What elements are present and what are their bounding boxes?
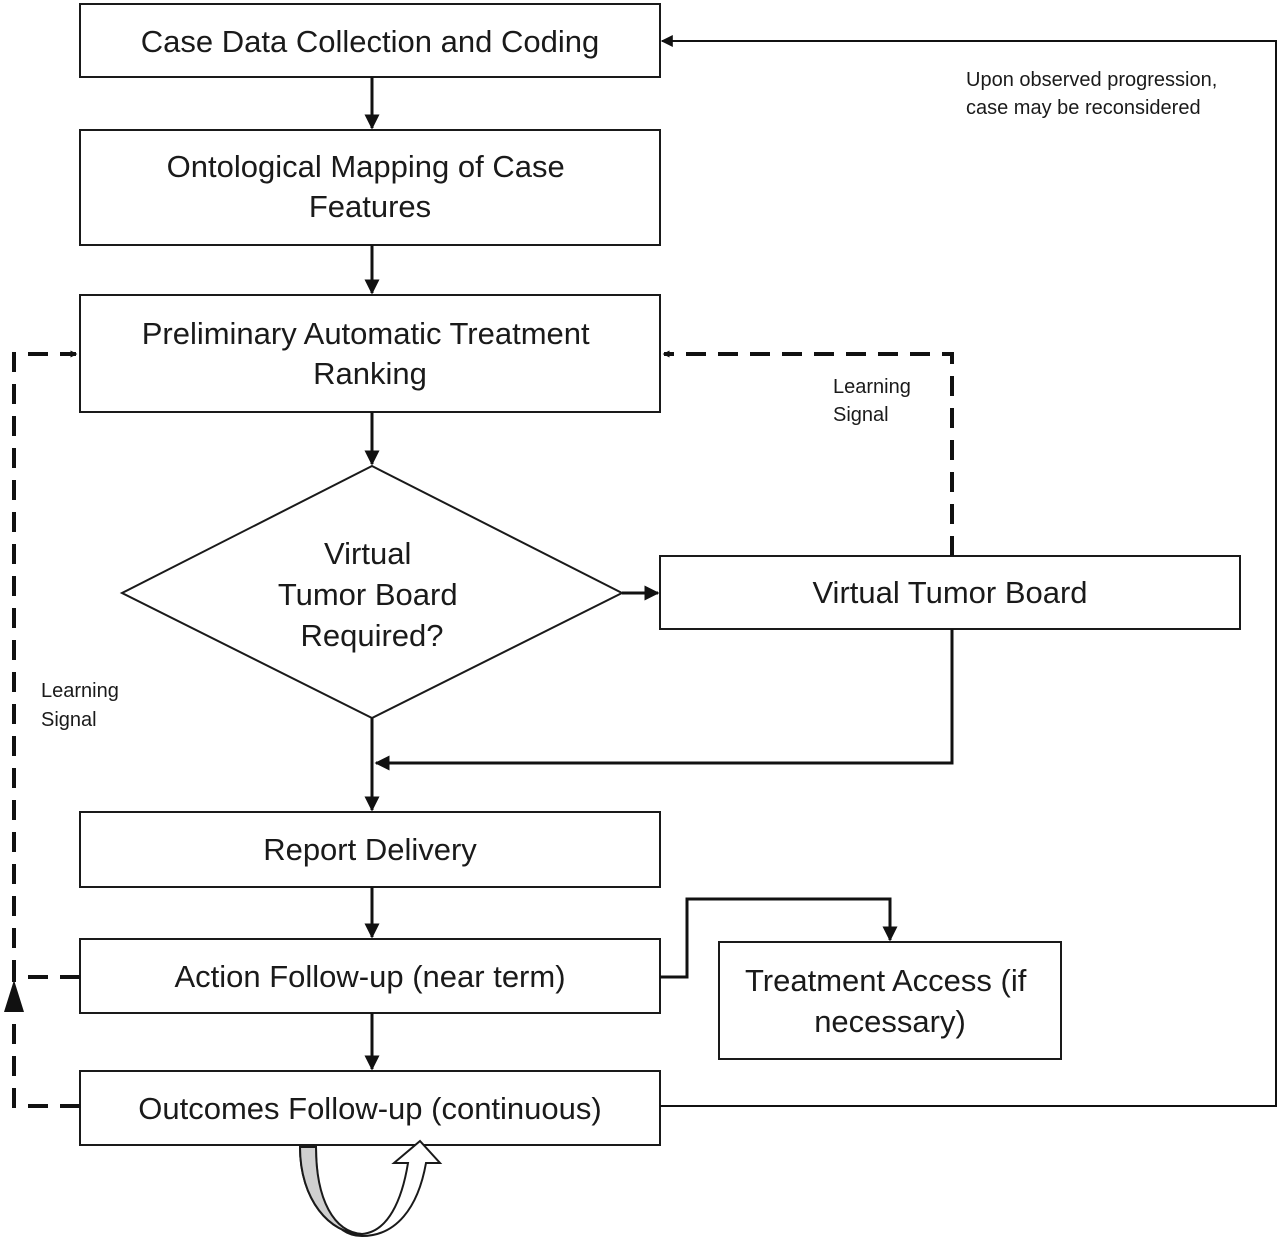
arrow-outcomes-to-case-data — [660, 35, 1277, 1107]
node-case-data-label: Case Data Collection and Coding — [141, 24, 599, 59]
node-action-follow-up: Action Follow-up (near term) — [79, 938, 661, 1014]
node-virtual-tumor-board: Virtual Tumor Board — [659, 555, 1241, 630]
arrow-learning-signal-left — [12, 350, 80, 1108]
note-progression: Upon observed progression, case may be r… — [966, 69, 1223, 119]
continuous-loop-icon — [298, 1139, 443, 1238]
node-decision-diamond: Virtual Tumor Board Required? — [119, 464, 625, 720]
node-case-data: Case Data Collection and Coding — [79, 3, 661, 78]
node-ontological-mapping: Ontological Mapping of Case Features — [79, 129, 661, 246]
arrow-action-to-treatment — [660, 897, 898, 979]
node-preliminary-ranking: Preliminary Automatic Treatment Ranking — [79, 294, 661, 413]
node-virtual-tumor-board-label: Virtual Tumor Board — [812, 575, 1087, 610]
node-preliminary-ranking-label: Preliminary Automatic Treatment Ranking — [142, 316, 599, 391]
note-learning-signal-right: Learning Signal — [833, 376, 916, 426]
note-learning-signal-left: Learning Signal — [41, 680, 124, 731]
node-outcomes-follow-up-label: Outcomes Follow-up (continuous) — [138, 1091, 601, 1126]
node-treatment-access: Treatment Access (if necessary) — [718, 941, 1062, 1060]
node-action-follow-up-label: Action Follow-up (near term) — [174, 959, 565, 994]
arrow-board-to-merge — [374, 629, 954, 771]
node-ontological-mapping-label: Ontological Mapping of Case Features — [167, 149, 574, 224]
arrow-action-feedback — [12, 975, 80, 982]
arrow-learning-signal-right — [662, 350, 954, 556]
arrowhead-action-feedback — [4, 980, 24, 1012]
node-report-delivery-label: Report Delivery — [263, 832, 477, 867]
node-outcomes-follow-up: Outcomes Follow-up (continuous) — [79, 1070, 661, 1146]
node-report-delivery: Report Delivery — [79, 811, 661, 888]
node-decision-label: Virtual Tumor Board Required? — [278, 536, 466, 653]
node-treatment-access-label: Treatment Access (if necessary) — [745, 963, 1035, 1039]
